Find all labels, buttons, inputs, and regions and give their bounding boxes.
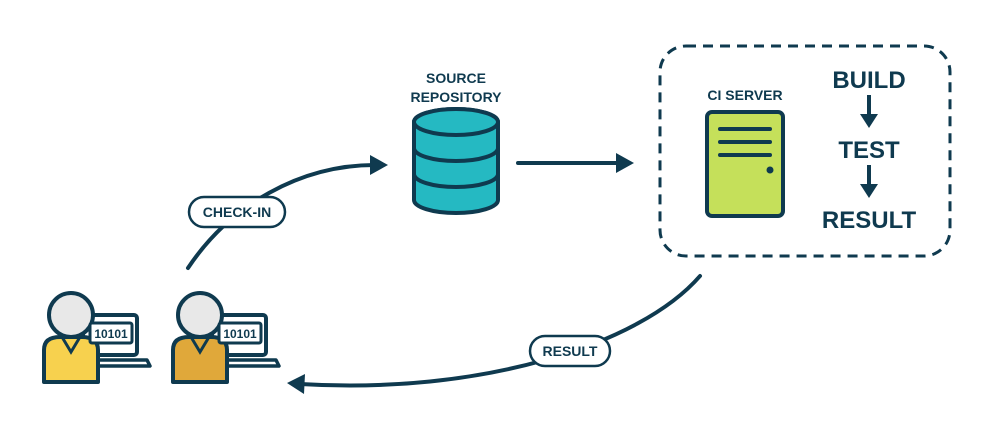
developer-avatar: 10101 bbox=[42, 291, 152, 384]
checkin-label: CHECK-IN bbox=[203, 204, 271, 220]
checkin-label-pill: CHECK-IN bbox=[187, 195, 287, 229]
step-result: RESULT bbox=[822, 207, 917, 234]
repository-label-line2: REPOSITORY bbox=[410, 89, 502, 105]
step-test: TEST bbox=[838, 137, 900, 164]
repo-to-ci-arrowhead-icon bbox=[616, 153, 634, 173]
repository-label-line1: SOURCE bbox=[426, 70, 486, 86]
database-icon bbox=[412, 107, 500, 215]
step-down-arrow-icon bbox=[860, 95, 878, 128]
result-label-pill: RESULT bbox=[528, 334, 612, 368]
result-arrowhead-icon bbox=[287, 374, 305, 394]
developer-screen-text: 10101 bbox=[94, 327, 128, 341]
ci-server-label: CI SERVER bbox=[707, 87, 782, 103]
step-build: BUILD bbox=[832, 67, 905, 94]
developer-screen-text: 10101 bbox=[223, 327, 257, 341]
result-label: RESULT bbox=[543, 343, 598, 359]
result-arrow bbox=[298, 274, 702, 388]
developer-avatar: 10101 bbox=[171, 291, 281, 384]
ci-container bbox=[658, 44, 952, 258]
checkin-arrow bbox=[186, 163, 377, 270]
step-down-arrow-icon bbox=[860, 165, 878, 198]
checkin-arrowhead-icon bbox=[370, 155, 388, 175]
server-icon bbox=[705, 110, 785, 218]
